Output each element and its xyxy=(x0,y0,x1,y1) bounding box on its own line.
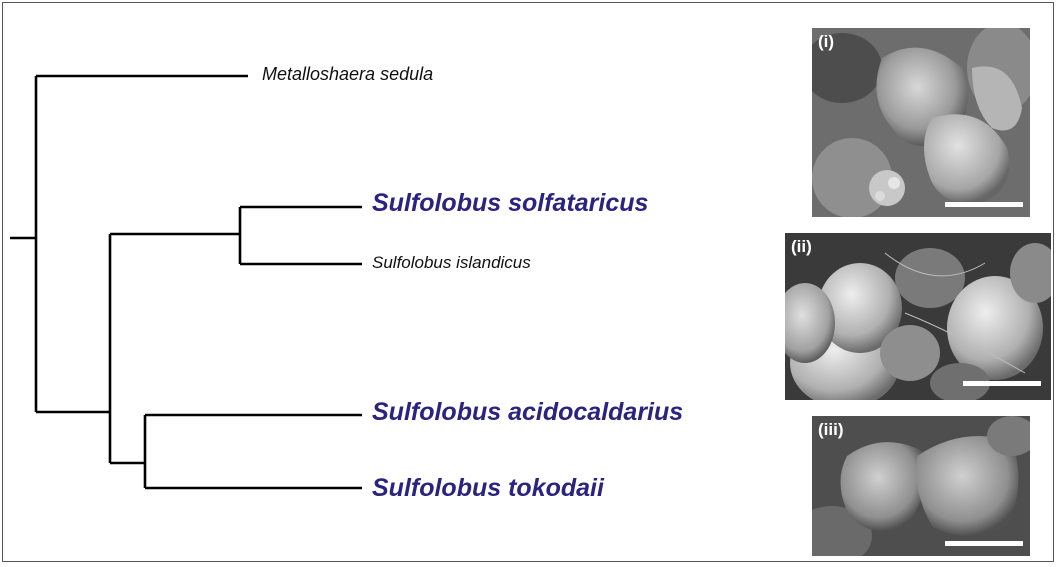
micrograph-image-iii xyxy=(812,416,1030,556)
taxon-label-solfataricus: Sulfolobus solfataricus xyxy=(372,189,648,218)
taxon-label-islandicus: Sulfolobus islandicus xyxy=(372,253,531,273)
panel-label-i: (i) xyxy=(818,32,834,52)
scale-bar-i xyxy=(945,202,1023,207)
micrograph-panel-ii: (ii) xyxy=(785,233,1051,400)
micrograph-panel-iii: (iii) xyxy=(812,416,1030,556)
tree-branches xyxy=(10,76,362,488)
panel-label-ii: (ii) xyxy=(791,237,812,257)
taxon-label-acidocaldarius: Sulfolobus acidocaldarius xyxy=(372,398,683,427)
taxon-label-metallosphaera: Metalloshaera sedula xyxy=(262,64,433,85)
panel-label-iii: (iii) xyxy=(818,420,844,440)
micrograph-image-i xyxy=(812,28,1030,217)
micrograph-panel-i: (i) xyxy=(812,28,1030,217)
micrograph-image-ii xyxy=(785,233,1051,400)
scale-bar-iii xyxy=(945,541,1023,546)
scale-bar-ii xyxy=(963,381,1041,386)
taxon-label-tokodaii: Sulfolobus tokodaii xyxy=(372,474,604,503)
